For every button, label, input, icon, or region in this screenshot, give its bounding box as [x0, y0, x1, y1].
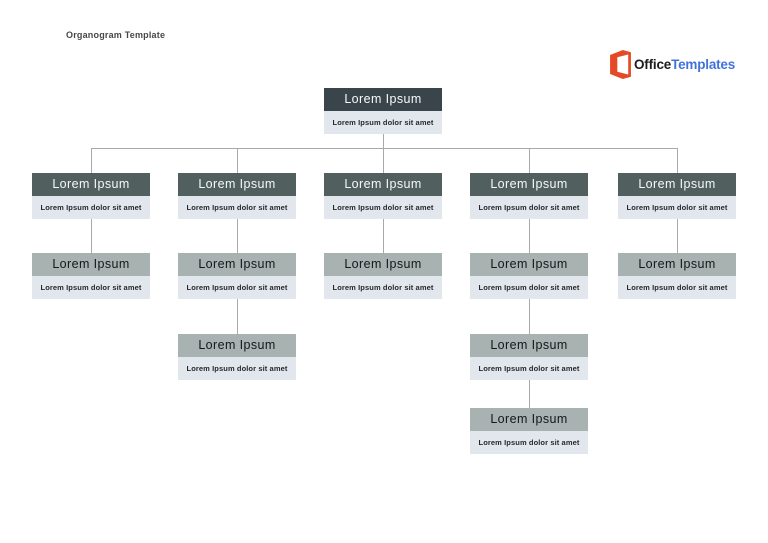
org-node-branch2-l3: Lorem Ipsum Lorem Ipsum dolor sit amet: [178, 253, 296, 299]
node-subtitle: Lorem Ipsum dolor sit amet: [470, 431, 588, 454]
node-title: Lorem Ipsum: [470, 253, 588, 276]
connector-branch3-drop: [383, 148, 384, 173]
node-title: Lorem Ipsum: [618, 173, 736, 196]
node-title: Lorem Ipsum: [470, 173, 588, 196]
logo-text-templates: Templates: [671, 57, 736, 72]
node-subtitle: Lorem Ipsum dolor sit amet: [470, 276, 588, 299]
node-title: Lorem Ipsum: [32, 253, 150, 276]
connector-horizontal-bus: [91, 148, 678, 149]
org-node-branch2-l4: Lorem Ipsum Lorem Ipsum dolor sit amet: [178, 334, 296, 380]
connector-branch5-l2-l3: [677, 219, 678, 253]
org-node-branch4-l4: Lorem Ipsum Lorem Ipsum dolor sit amet: [470, 334, 588, 380]
node-subtitle: Lorem Ipsum dolor sit amet: [32, 196, 150, 219]
node-subtitle: Lorem Ipsum dolor sit amet: [178, 357, 296, 380]
node-subtitle: Lorem Ipsum dolor sit amet: [178, 196, 296, 219]
node-subtitle: Lorem Ipsum dolor sit amet: [324, 196, 442, 219]
connector-root-drop: [383, 134, 384, 148]
node-subtitle: Lorem Ipsum dolor sit amet: [324, 276, 442, 299]
node-title: Lorem Ipsum: [32, 173, 150, 196]
node-title: Lorem Ipsum: [470, 334, 588, 357]
connector-branch4-l4-l5: [529, 380, 530, 408]
connector-branch2-l3-l4: [237, 299, 238, 334]
node-subtitle: Lorem Ipsum dolor sit amet: [32, 276, 150, 299]
connector-branch4-drop: [529, 148, 530, 173]
connector-branch1-drop: [91, 148, 92, 173]
node-subtitle: Lorem Ipsum dolor sit amet: [618, 276, 736, 299]
connector-branch2-drop: [237, 148, 238, 173]
connector-branch5-drop: [677, 148, 678, 173]
node-title: Lorem Ipsum: [178, 253, 296, 276]
org-node-root: Lorem Ipsum Lorem Ipsum dolor sit amet: [324, 88, 442, 134]
node-subtitle: Lorem Ipsum dolor sit amet: [470, 357, 588, 380]
org-node-branch4-l5: Lorem Ipsum Lorem Ipsum dolor sit amet: [470, 408, 588, 454]
office-logo-icon: [610, 50, 631, 79]
connector-branch3-l2-l3: [383, 219, 384, 253]
org-node-branch5-l3: Lorem Ipsum Lorem Ipsum dolor sit amet: [618, 253, 736, 299]
node-title: Lorem Ipsum: [470, 408, 588, 431]
connector-branch4-l2-l3: [529, 219, 530, 253]
org-node-branch5-l2: Lorem Ipsum Lorem Ipsum dolor sit amet: [618, 173, 736, 219]
connector-branch4-l3-l4: [529, 299, 530, 334]
connector-branch2-l2-l3: [237, 219, 238, 253]
node-title: Lorem Ipsum: [178, 334, 296, 357]
node-subtitle: Lorem Ipsum dolor sit amet: [618, 196, 736, 219]
connector-branch1-l2-l3: [91, 219, 92, 253]
org-node-branch4-l2: Lorem Ipsum Lorem Ipsum dolor sit amet: [470, 173, 588, 219]
org-node-branch1-l2: Lorem Ipsum Lorem Ipsum dolor sit amet: [32, 173, 150, 219]
page-title: Organogram Template: [66, 30, 166, 40]
node-title: Lorem Ipsum: [324, 253, 442, 276]
org-node-branch4-l3: Lorem Ipsum Lorem Ipsum dolor sit amet: [470, 253, 588, 299]
node-title: Lorem Ipsum: [178, 173, 296, 196]
node-title: Lorem Ipsum: [324, 88, 442, 111]
node-subtitle: Lorem Ipsum dolor sit amet: [324, 111, 442, 134]
node-subtitle: Lorem Ipsum dolor sit amet: [178, 276, 296, 299]
node-subtitle: Lorem Ipsum dolor sit amet: [470, 196, 588, 219]
org-node-branch3-l2: Lorem Ipsum Lorem Ipsum dolor sit amet: [324, 173, 442, 219]
logo-text-office: Office: [634, 57, 672, 72]
org-node-branch2-l2: Lorem Ipsum Lorem Ipsum dolor sit amet: [178, 173, 296, 219]
node-title: Lorem Ipsum: [324, 173, 442, 196]
org-node-branch1-l3: Lorem Ipsum Lorem Ipsum dolor sit amet: [32, 253, 150, 299]
org-node-branch3-l3: Lorem Ipsum Lorem Ipsum dolor sit amet: [324, 253, 442, 299]
node-title: Lorem Ipsum: [618, 253, 736, 276]
